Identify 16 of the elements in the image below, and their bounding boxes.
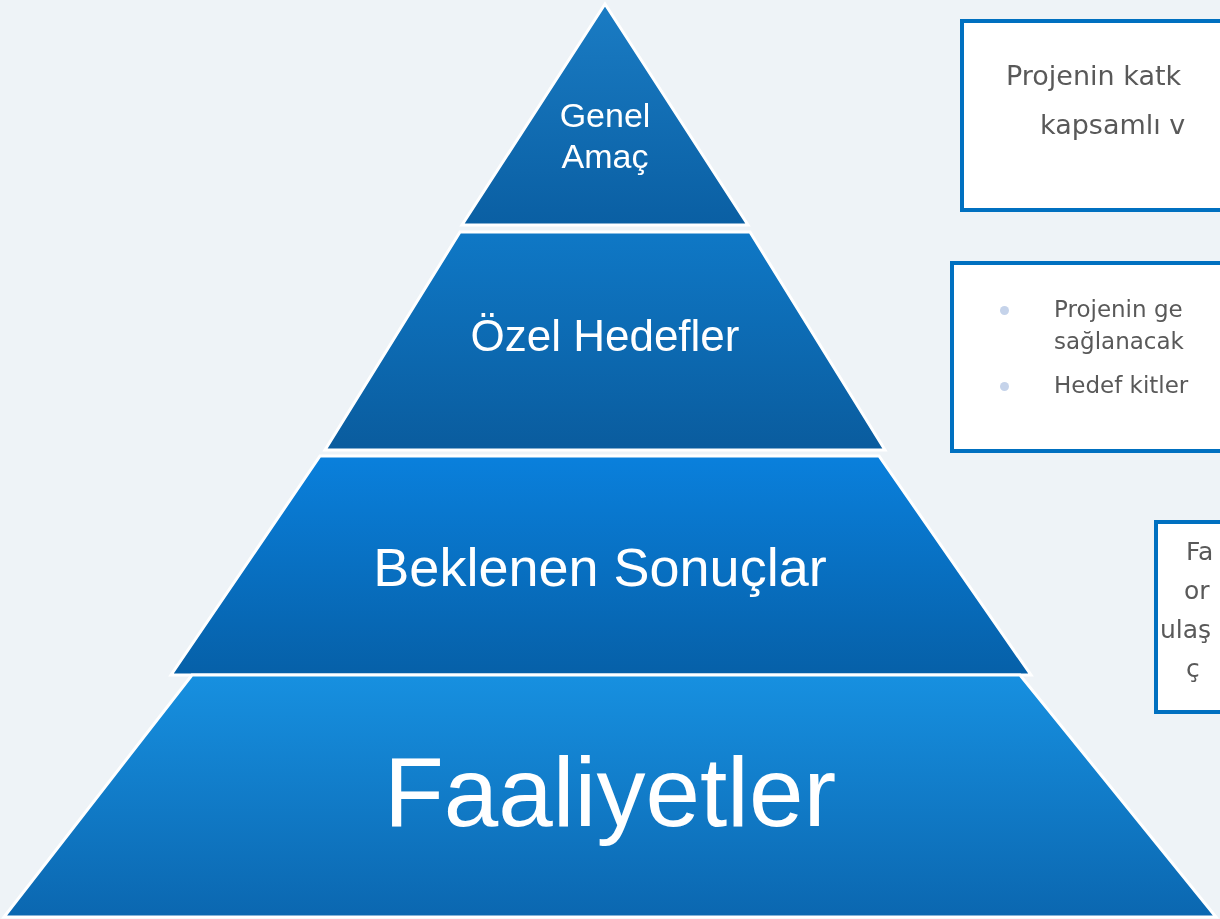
tier-label: Faaliyetler: [382, 736, 838, 849]
description-text: or: [1184, 576, 1210, 605]
description-text: Projenin katk: [1006, 60, 1182, 91]
description-box: [950, 261, 1220, 453]
tier-label: Özel Hedefler: [469, 310, 741, 362]
description-box: [1154, 520, 1220, 714]
description-text: kapsamlı v: [1040, 109, 1186, 140]
bullet-text: Hedef kitler: [1054, 371, 1190, 400]
description-box: [960, 19, 1220, 212]
description-text: ulaş: [1160, 615, 1212, 644]
tier-label: Genel Amaç: [558, 95, 652, 177]
pyramid-tier: [165, 453, 1035, 678]
description-text: ç: [1186, 654, 1200, 683]
bullet-text: Projenin ge sağlanacak: [1054, 295, 1185, 357]
description-text: Fa: [1186, 537, 1214, 566]
tier-label: Beklenen Sonuçlar: [372, 536, 828, 599]
